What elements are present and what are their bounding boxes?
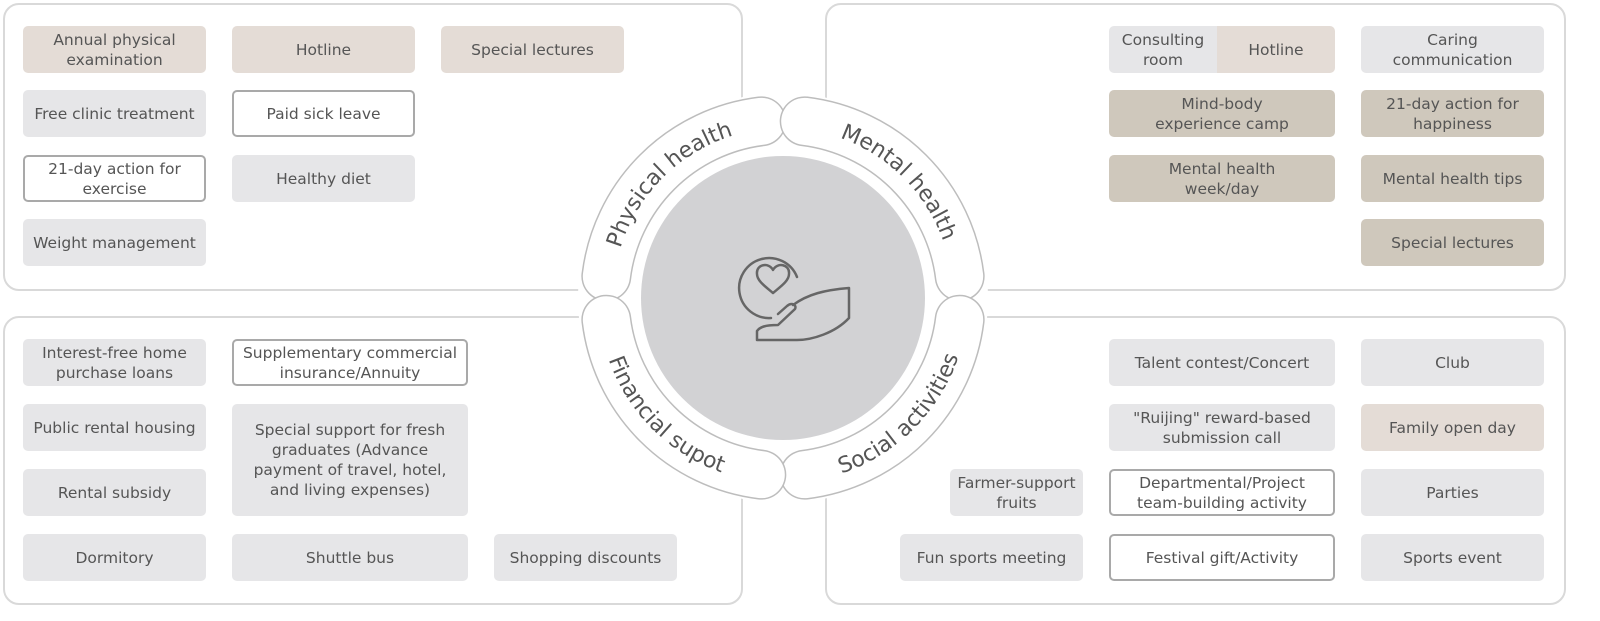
item-mental-health-week: Mental health week/day (1109, 155, 1335, 202)
item-mind-body-camp: Mind-body experience camp (1109, 90, 1335, 137)
item-rental-subsidy: Rental subsidy (23, 469, 206, 516)
item-special-lectures: Special lectures (441, 26, 624, 73)
item-family-open-day: Family open day (1361, 404, 1544, 451)
item-club: Club (1361, 339, 1544, 386)
item-ruijing-submission: "Ruijing" reward-based submission call (1109, 404, 1335, 451)
hub-disc (641, 156, 925, 440)
item-caring-communication: Caring communication (1361, 26, 1544, 73)
physical-health-arc (582, 97, 785, 300)
item-dormitory: Dormitory (23, 534, 206, 581)
financial-support-arc (582, 296, 785, 499)
item-mental-health-tips: Mental health tips (1361, 155, 1544, 202)
item-annual-physical-examination: Annual physical examination (23, 26, 206, 73)
item-sports-event: Sports event (1361, 534, 1544, 581)
item-21-day-exercise: 21-day action for exercise (23, 155, 206, 202)
item-supplementary-insurance: Supplementary commercial insurance/Annui… (232, 339, 468, 386)
hand-holding-heart-icon (737, 256, 851, 342)
item-consulting-hotline: Consulting room Hotline (1109, 26, 1335, 73)
item-shopping-discounts: Shopping discounts (494, 534, 677, 581)
item-hotline: Hotline (1217, 26, 1335, 73)
item-healthy-diet: Healthy diet (232, 155, 415, 202)
item-team-building: Departmental/Project team-building activ… (1109, 469, 1335, 516)
item-fun-sports-meeting: Fun sports meeting (900, 534, 1083, 581)
item-paid-sick-leave: Paid sick leave (232, 90, 415, 137)
item-free-clinic-treatment: Free clinic treatment (23, 90, 206, 137)
item-weight-management: Weight management (23, 219, 206, 266)
item-special-lectures: Special lectures (1361, 219, 1544, 266)
item-interest-free-loans: Interest-free home purchase loans (23, 339, 206, 386)
item-farmer-support-fruits: Farmer-support fruits (950, 469, 1083, 516)
item-fresh-graduate-support: Special support for fresh graduates (Adv… (232, 404, 468, 516)
item-talent-contest: Talent contest/Concert (1109, 339, 1335, 386)
item-parties: Parties (1361, 469, 1544, 516)
item-public-rental-housing: Public rental housing (23, 404, 206, 451)
item-hotline: Hotline (232, 26, 415, 73)
item-festival-gift: Festival gift/Activity (1109, 534, 1335, 581)
mental-health-arc (781, 97, 984, 300)
item-consulting-room: Consulting room (1109, 26, 1217, 73)
item-21-day-happiness: 21-day action for happiness (1361, 90, 1544, 137)
social-activities-arc (781, 296, 984, 499)
item-shuttle-bus: Shuttle bus (232, 534, 468, 581)
